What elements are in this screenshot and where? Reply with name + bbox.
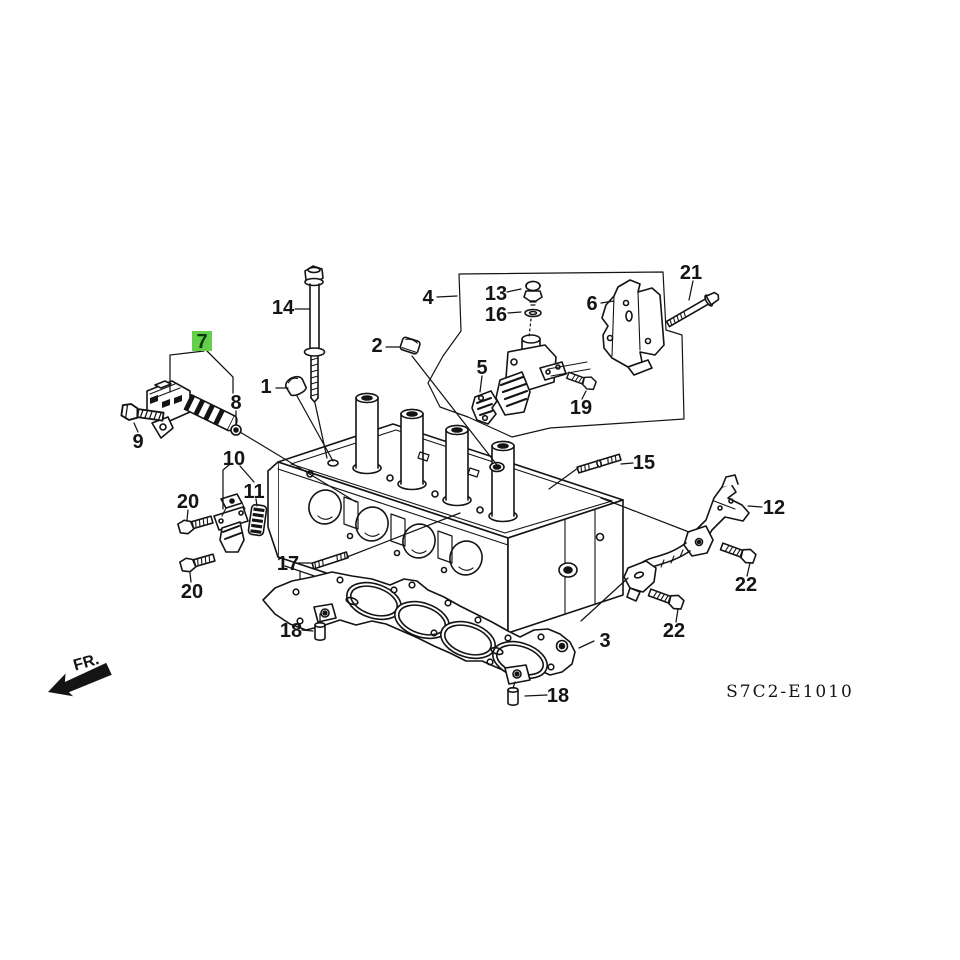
vtc-valve-7-drawing: [146, 380, 238, 439]
leader-line: [186, 509, 192, 583]
bolt-9-drawing: [120, 403, 165, 422]
leader-line: [600, 300, 615, 304]
highlight-box-7: [192, 331, 212, 351]
part-callout-22b[interactable]: 22: [663, 620, 685, 642]
leader-line: [301, 613, 321, 632]
leader-line: [297, 512, 461, 564]
o-ring-8-drawing: [230, 424, 242, 436]
leader-line: [479, 375, 483, 393]
part-callout-22a[interactable]: 22: [735, 574, 757, 596]
assembly-box-4: [427, 271, 685, 438]
part-callout-14[interactable]: 14: [272, 297, 295, 319]
callout-labels: 1234567891011121314151617181819202021222…: [132, 262, 785, 707]
part-callout-9[interactable]: 9: [132, 431, 143, 453]
leader-line: [688, 280, 694, 301]
part-callout-3[interactable]: 3: [599, 630, 610, 652]
dowel-pin-18-left-drawing: [314, 621, 326, 641]
leader-line: [222, 464, 255, 510]
filter-11-drawing: [247, 503, 268, 537]
leader-line: [580, 497, 763, 622]
part-callout-1[interactable]: 1: [260, 376, 271, 398]
part-callout-8[interactable]: 8: [230, 392, 241, 414]
leader-line: [255, 498, 258, 507]
part-callout-5[interactable]: 5: [476, 357, 487, 379]
washer-16-drawing: [524, 308, 542, 318]
part-callout-20a[interactable]: 20: [177, 491, 199, 513]
part-callout-16[interactable]: 16: [485, 304, 507, 326]
leader-line: [581, 390, 587, 400]
leader-line: [512, 681, 548, 697]
leader-line: [506, 288, 522, 314]
dowel-pin-18-right-drawing: [507, 686, 519, 706]
bolt-21-drawing: [665, 291, 720, 328]
part-callout-12[interactable]: 12: [763, 497, 785, 519]
leader-line: [294, 308, 328, 459]
fr-direction-arrow: FR.: [48, 651, 112, 697]
part-callout-15[interactable]: 15: [633, 452, 655, 474]
bolt-19-drawing: [566, 371, 597, 391]
head-bolt-14-drawing: [303, 265, 326, 403]
leader-line: [578, 640, 595, 649]
part-callout-6[interactable]: 6: [586, 293, 597, 315]
sensor-cap-13-drawing: [523, 280, 543, 306]
stud-15-drawing: [576, 453, 622, 474]
leader-line: [385, 346, 498, 466]
part-callout-18a[interactable]: 18: [280, 620, 302, 642]
part-callout-18b[interactable]: 18: [547, 685, 569, 707]
leader-line: [133, 422, 139, 433]
leader-line: [675, 562, 751, 623]
part-callout-17[interactable]: 17: [277, 553, 299, 575]
part-callout-11[interactable]: 11: [243, 481, 264, 503]
fr-arrow-icon: [48, 662, 112, 697]
strainer-5-drawing: [471, 390, 498, 425]
part-callout-19[interactable]: 19: [570, 397, 592, 419]
leader-line: [239, 431, 357, 503]
part-callout-10[interactable]: 10: [223, 448, 245, 470]
sealing-cap-2-drawing: [399, 336, 421, 355]
bolt-20-lower-drawing: [179, 553, 216, 573]
part-callout-4[interactable]: 4: [422, 287, 434, 309]
leader-line: [275, 387, 334, 462]
head-gasket-3-drawing: [262, 571, 576, 685]
stud-17-drawing: [311, 551, 349, 570]
bolt-20-upper-drawing: [177, 515, 214, 535]
part-callout-21[interactable]: 21: [680, 262, 702, 284]
spool-valve-assembly-drawing: [495, 334, 591, 416]
diagram-code: S7C2-E1010: [726, 682, 854, 702]
leader-line: [436, 295, 458, 298]
bolt-22-lower-drawing: [647, 588, 685, 610]
bolt-22-upper-drawing: [719, 542, 757, 564]
part-callout-7[interactable]: 7: [196, 331, 207, 353]
bracket-6-drawing: [601, 279, 665, 376]
part-callout-2[interactable]: 2: [371, 335, 382, 357]
part-callout-13[interactable]: 13: [485, 283, 507, 305]
fr-label: FR.: [72, 651, 101, 674]
bracket-12-drawing: [623, 474, 750, 602]
sensor-10-drawing: [213, 493, 249, 553]
leader-lines: [133, 280, 763, 697]
part-callout-20b[interactable]: 20: [181, 581, 203, 603]
leader-line: [169, 350, 234, 394]
sealing-cap-1-drawing: [284, 375, 308, 397]
leader-line: [548, 462, 634, 490]
leader-line: [528, 318, 532, 339]
cylinder-head-drawing: [267, 392, 624, 642]
